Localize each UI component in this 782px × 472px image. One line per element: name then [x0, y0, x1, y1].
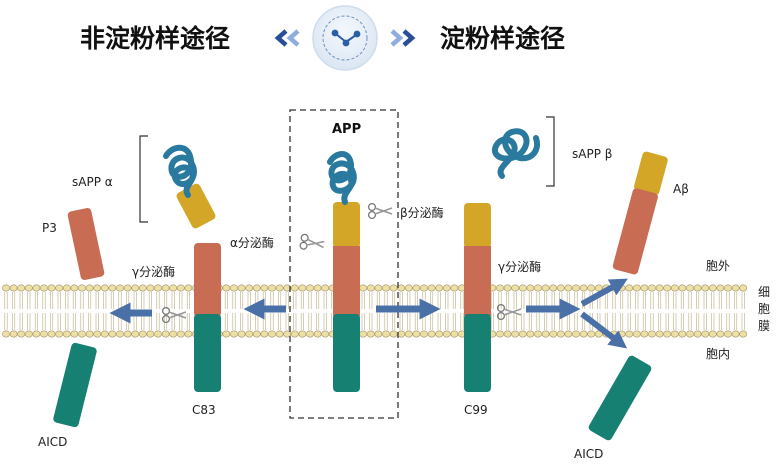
app-dashed-box — [289, 109, 399, 419]
right-chevron-icon — [390, 29, 416, 47]
sapp-alpha-fragment — [163, 144, 216, 229]
beta-secretase-label: β分泌酶 — [400, 205, 444, 220]
c99-label: C99 — [464, 403, 488, 417]
network-share-icon — [312, 5, 378, 71]
cell-membrane — [2, 284, 748, 338]
gamma-secretase-left-label: γ分泌酶 — [132, 264, 175, 279]
c99-fragment — [464, 203, 491, 392]
sapp-alpha-label: sAPP α — [72, 175, 113, 189]
membrane-label-2: 胞 — [758, 302, 770, 316]
c83-fragment — [194, 243, 221, 392]
intracellular-label: 胞内 — [706, 347, 730, 361]
sapp-alpha-bracket — [139, 135, 148, 223]
app-protein — [327, 151, 360, 392]
c83-label: C83 — [192, 403, 216, 417]
extracellular-label: 胞外 — [706, 259, 730, 273]
aicd-left-fragment — [53, 342, 97, 428]
gamma-secretase-right-label: γ分泌酶 — [498, 259, 541, 274]
p3-label: P3 — [42, 221, 57, 235]
aicd-left-label: AICD — [38, 435, 67, 449]
arrow-to-abeta — [580, 278, 628, 307]
aicd-right-fragment — [588, 355, 652, 441]
sapp-beta-bracket — [546, 116, 555, 187]
scissors-alpha-icon — [299, 233, 325, 250]
membrane-label-3: 膜 — [758, 319, 770, 333]
sapp-beta-fragment — [491, 128, 540, 179]
right-title: 淀粉样途径 — [440, 24, 565, 53]
abeta-fragment — [612, 151, 668, 275]
app-label: APP — [332, 122, 361, 137]
scissors-beta-icon — [367, 202, 393, 220]
alpha-secretase-label: α分泌酶 — [230, 235, 274, 250]
scissors-gamma-right-icon — [496, 303, 522, 321]
abeta-label: Aβ — [673, 182, 689, 196]
scissors-gamma-left-icon — [161, 306, 187, 324]
aicd-right-label: AICD — [574, 447, 603, 461]
sapp-beta-label: sAPP β — [572, 147, 612, 161]
left-chevron-icon — [274, 29, 300, 47]
left-title: 非淀粉样途径 — [80, 24, 230, 53]
membrane-label-1: 细 — [758, 285, 770, 299]
arrow-to-aicd — [580, 311, 628, 349]
p3-fragment — [67, 208, 105, 280]
